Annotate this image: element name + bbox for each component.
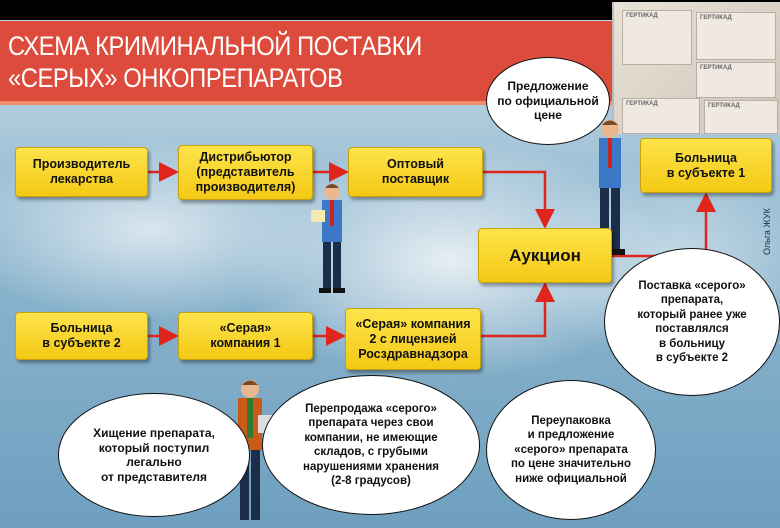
package-label: ГЕРТИКАД [700,15,732,21]
official-price-bubble: Предложение по официальной цене [486,57,610,145]
drug-package: ГЕРТИКАД [704,100,778,134]
gray-company1-box: «Серая» компания 1 [178,312,313,360]
arrow-wholesaler-auction [483,170,555,229]
arrow-gray2-auction [481,282,555,338]
gray-company2-box: «Серая» компания 2 с лицензией Росздравн… [345,308,481,370]
author-credit: Ольга ЖУК [762,208,772,255]
drug-package: ГЕРТИКАД [696,12,776,60]
package-label: ГЕРТИКАД [626,13,658,19]
distributor-person-figure [311,184,345,293]
drug-package: ГЕРТИКАД [622,98,700,134]
manufacturer-box: Производитель лекарства [15,147,148,197]
title-banner: СХЕМА КРИМИНАЛЬНОЙ ПОСТАВКИ «СЕРЫХ» ОНКО… [0,21,612,105]
auction-box: Аукцион [478,228,612,283]
drug-packages-photo: ГЕРТИКАД ГЕРТИКАД ГЕРТИКАД ГЕРТИКАД ГЕРТ… [612,2,780,134]
resale-bubble: Перепродажа «серого» препарата через сво… [262,375,480,515]
hospital2-box: Больница в субъекте 2 [15,312,148,360]
theft-bubble: Хищение препарата, который поступил лега… [58,393,250,517]
package-label: ГЕРТИКАД [700,65,732,71]
title-line-2: «СЕРЫХ» ОНКОПРЕПАРАТОВ [8,63,343,93]
hospital1-box: Больница в субъекте 1 [640,138,772,193]
package-label: ГЕРТИКАД [626,101,658,107]
drug-package: ГЕРТИКАД [696,62,776,98]
title-line-1: СХЕМА КРИМИНАЛЬНОЙ ПОСТАВКИ [8,31,422,61]
package-label: ГЕРТИКАД [708,103,740,109]
repack-bubble: Переупаковка и предложение «серого» преп… [486,380,656,520]
wholesaler-box: Оптовый поставщик [348,147,483,197]
distributor-box: Дистрибьютор (представитель производител… [178,145,313,200]
top-strip [0,0,780,20]
supply-bubble: Поставка «серого» препарата, который ран… [604,248,780,396]
drug-package: ГЕРТИКАД [622,10,692,65]
